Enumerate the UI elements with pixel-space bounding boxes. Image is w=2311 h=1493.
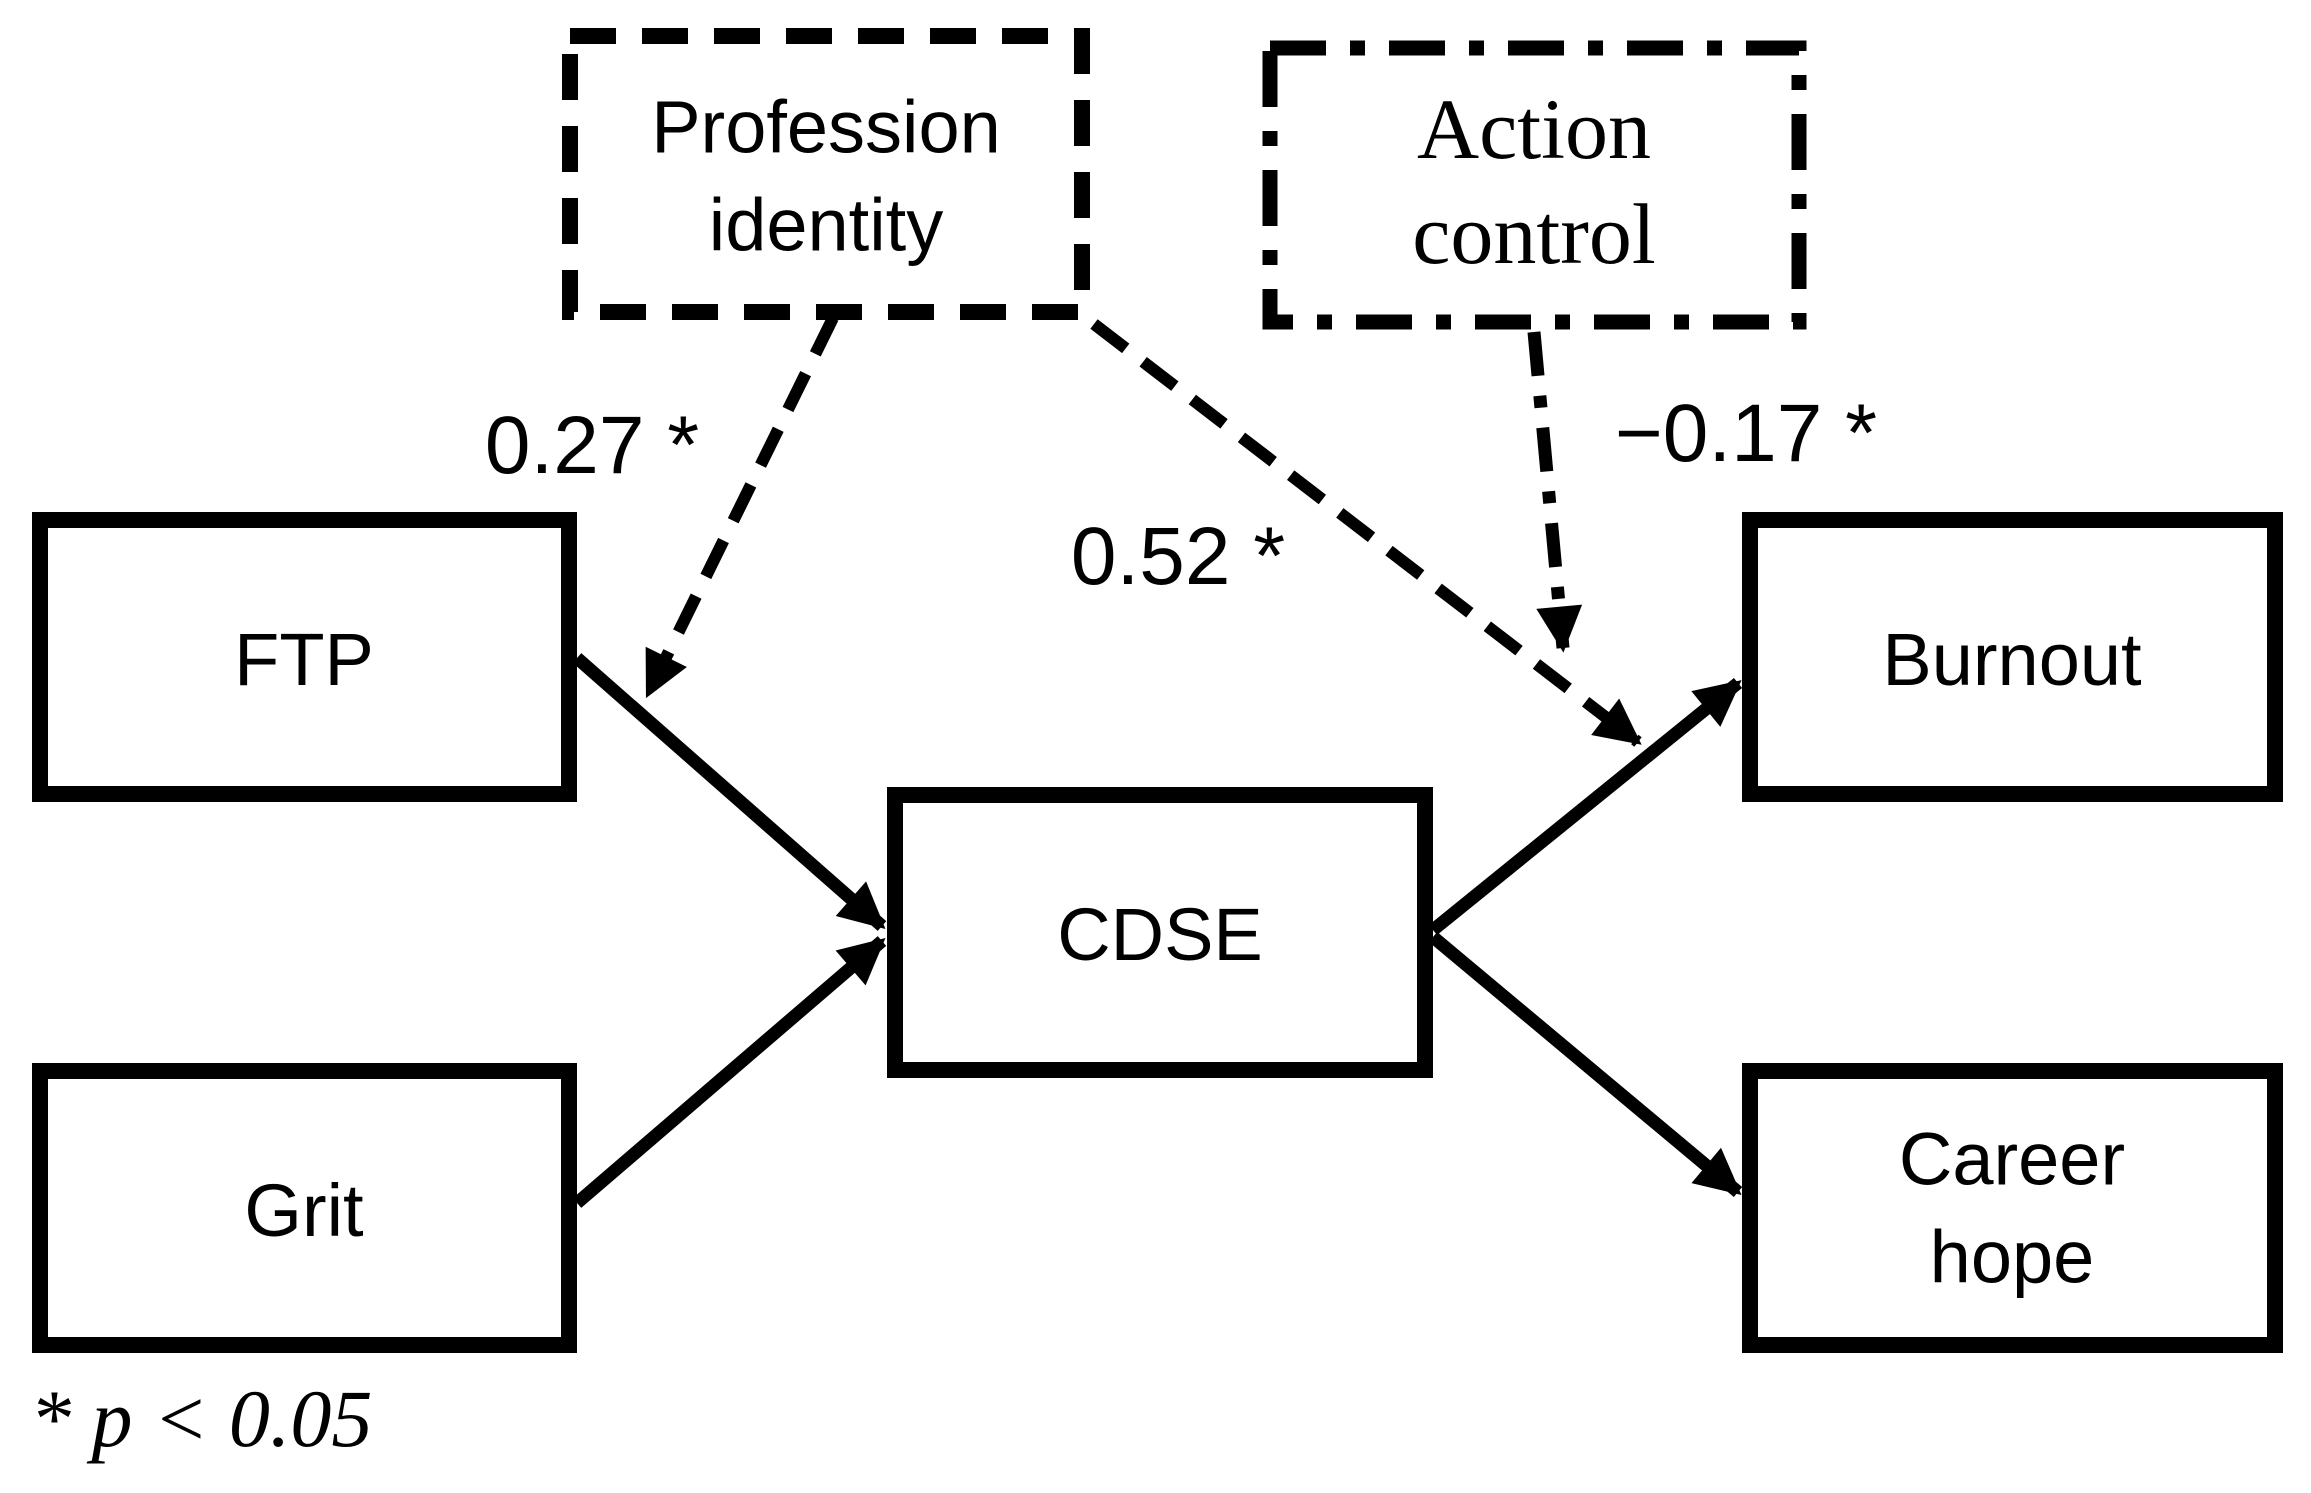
burnout-label: Burnout [1882,618,2142,702]
coefficient-label-ftp-cdse-moderation: 0.27 * [484,399,700,491]
action-control-label: Action control [1412,81,1656,282]
profession-identity-label: Profession identity [651,85,1001,266]
coefficient-label-cdse-burnout-moderation: 0.52 * [1070,510,1286,602]
arrow-cdse-to-burnout [1428,677,1743,936]
grit-label: Grit [244,1169,364,1253]
arrow-ftp-to-cdse [572,653,887,931]
career-hope-box [1742,1063,2283,1353]
arrow-profession-identity-to-ftp-cdse-path [642,315,839,699]
cdse-box [887,787,1433,1078]
arrow-action-control-to-cdse-burnout-path [1527,331,1583,653]
career-hope-label: Career hope [1898,1117,2126,1298]
significance-footnote: * p < 0.05 [30,1373,373,1464]
profession-identity-box [562,28,1090,320]
ftp-label: FTP [234,618,374,702]
action-control-box [1262,40,1807,330]
arrow-profession-identity-to-cdse-burnout-path [1090,319,1642,747]
coefficient-label-action-control-moderation: −0.17 * [1614,387,1878,479]
ftp-box [32,512,577,802]
burnout-box [1742,512,2283,802]
arrow-cdse-to-career-hope [1428,932,1743,1197]
arrow-grit-to-cdse [572,936,887,1208]
grit-box [32,1063,577,1353]
cdse-label: CDSE [1057,893,1263,977]
